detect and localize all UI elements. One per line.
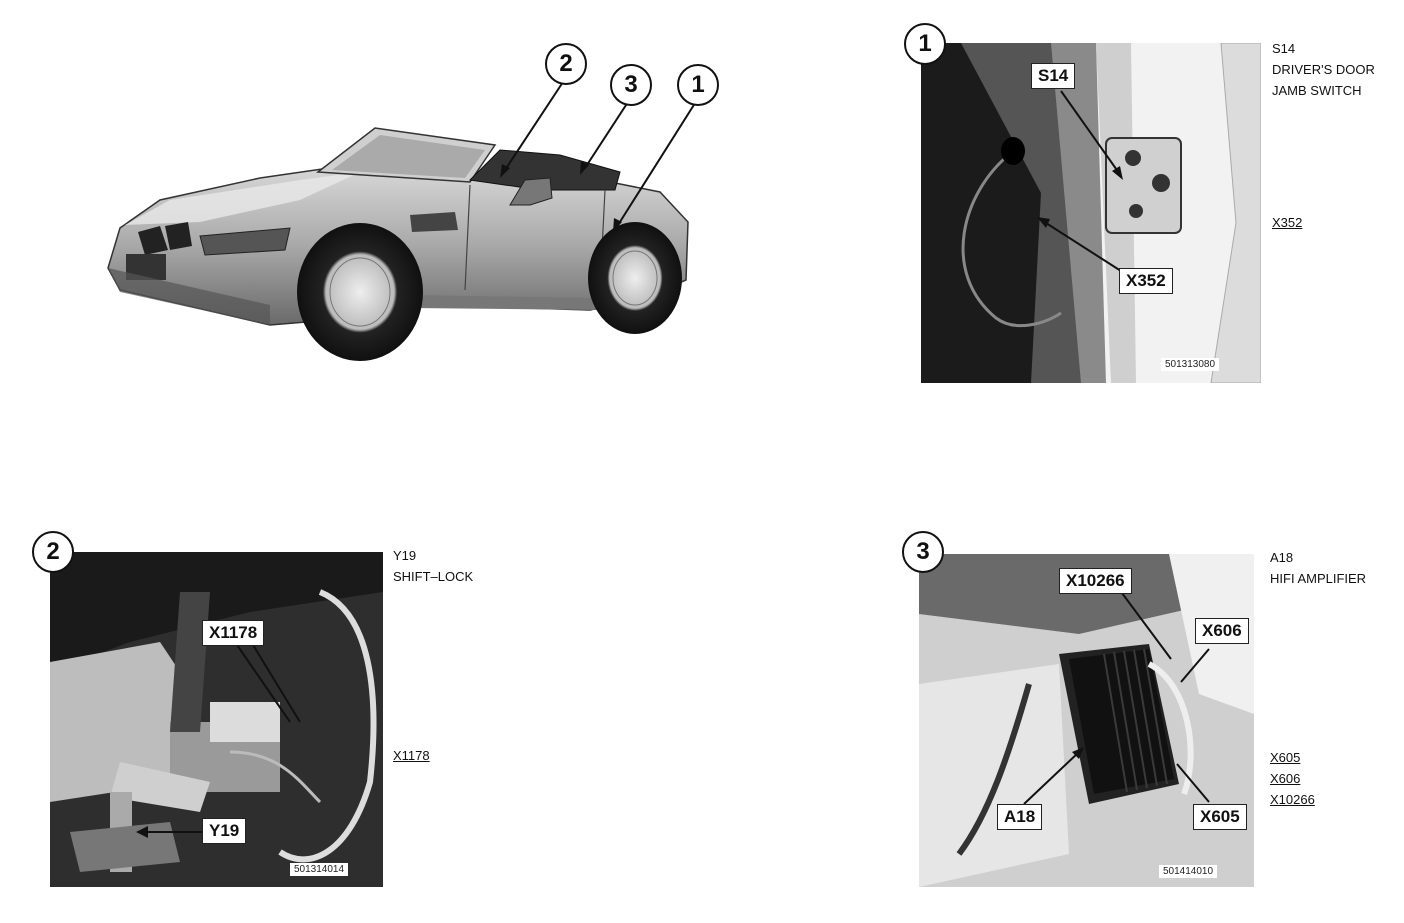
callout-s14: S14: [1031, 63, 1076, 89]
panel-3-side-refs: X605 X606 X10266: [1270, 747, 1315, 810]
panel-2-side-title: Y19 SHIFT–LOCK: [393, 545, 473, 587]
side-title-line: SHIFT–LOCK: [393, 569, 474, 584]
side-ref-x606: X606: [1270, 771, 1301, 786]
side-title-line: JAMB SWITCH: [1272, 83, 1362, 98]
callout-a18: A18: [997, 804, 1043, 830]
door-jamb-image: [921, 43, 1261, 383]
panel-3-badge: 3: [902, 531, 944, 573]
callout-x1178: X1178: [202, 620, 265, 646]
overview-marker-1: 1: [677, 64, 719, 106]
overview-marker-2: 2: [545, 43, 587, 85]
panel-2-ref-x1178: X1178: [393, 748, 430, 763]
callout-x605: X605: [1193, 804, 1247, 830]
panel-1-side-title: S14 DRIVER'S DOOR JAMB SWITCH: [1272, 38, 1375, 101]
figure-id: 501414010: [1159, 865, 1218, 878]
figure-id: 501314014: [290, 863, 349, 876]
side-ref-x605: X605: [1270, 750, 1301, 765]
callout-y19: Y19: [202, 818, 247, 844]
side-title-line: DRIVER'S DOOR: [1272, 62, 1375, 77]
panel-3-photo: X10266 X606 A18 X605 501414010: [919, 554, 1254, 887]
amplifier-image: [919, 554, 1254, 887]
side-ref-x10266: X10266: [1270, 792, 1315, 807]
side-title-line: HIFI AMPLIFIER: [1270, 571, 1367, 586]
side-title-line: A18: [1270, 550, 1294, 565]
callout-x10266: X10266: [1059, 568, 1132, 594]
panel-2-badge: 2: [32, 531, 74, 573]
panel-1-photo: S14 X352 501313080: [921, 43, 1261, 383]
panel-1-badge: 1: [904, 23, 946, 65]
side-title-line: S14: [1272, 41, 1296, 56]
overview-marker-3: 3: [610, 64, 652, 106]
side-title-line: Y19: [393, 548, 417, 563]
panel-2-photo: X1178 Y19 501314014: [50, 552, 383, 887]
panel-1-ref-x352: X352: [1272, 215, 1303, 230]
callout-x352: X352: [1119, 268, 1173, 294]
figure-id: 501313080: [1161, 358, 1220, 371]
callout-x606: X606: [1195, 618, 1249, 644]
panel-3-side-title: A18 HIFI AMPLIFIER: [1270, 547, 1366, 589]
